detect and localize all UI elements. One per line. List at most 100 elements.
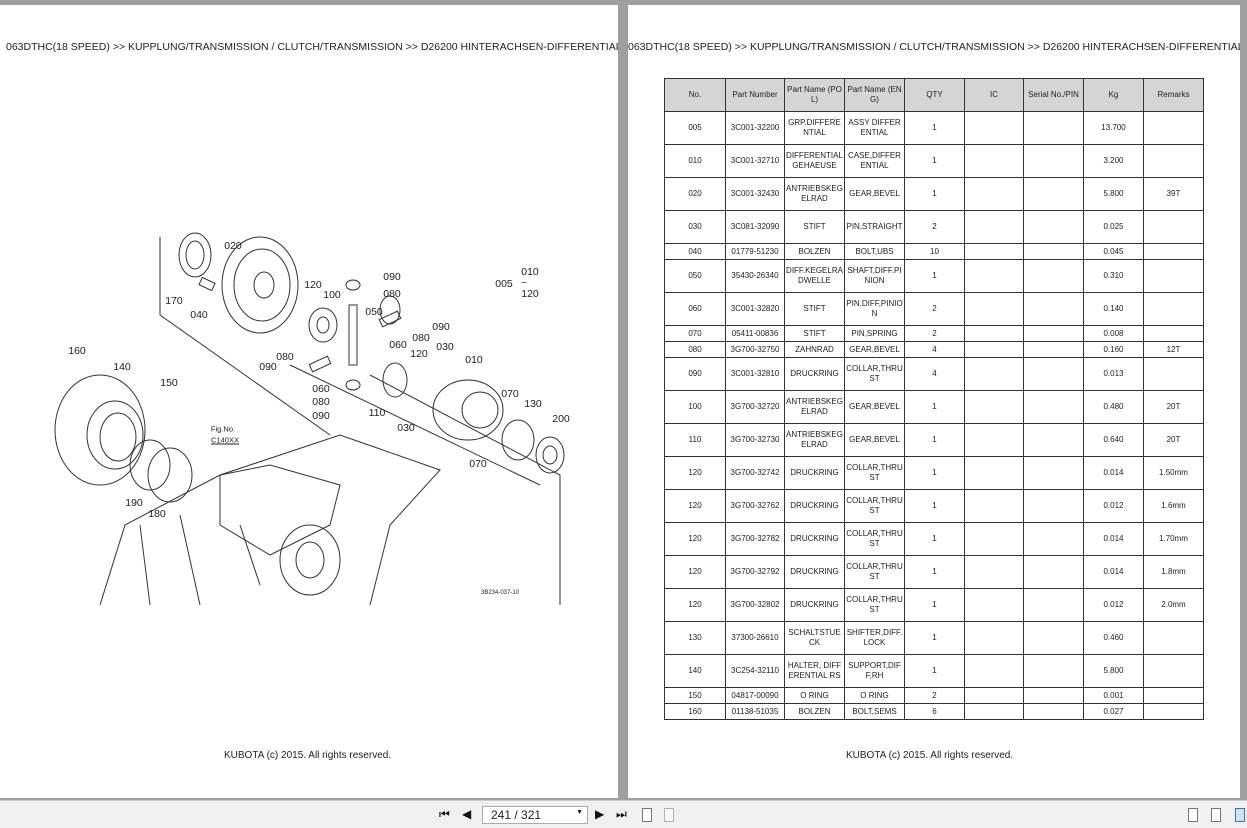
table-cell: 040 (664, 243, 726, 260)
callout-label: 020 (224, 240, 242, 252)
table-cell: 090 (664, 357, 726, 391)
table-cell: 35430-26340 (725, 259, 785, 293)
table-cell (964, 325, 1024, 342)
table-cell: 0.480 (1083, 390, 1144, 424)
table-cell: PIN,SPRING (844, 325, 905, 342)
table-cell: ASSY DIFFERENTIAL (844, 111, 905, 145)
callout-label: 100 (323, 289, 341, 301)
table-cell: SHAFT,DIFF.PINION (844, 259, 905, 293)
table-cell: 01138-51035 (725, 703, 785, 720)
table-cell (964, 703, 1024, 720)
table-cell: 120 (664, 489, 726, 523)
table-cell: 0.012 (1083, 588, 1144, 622)
table-cell: GEAR,BEVEL (844, 423, 905, 457)
diagram-drawing (54, 232, 565, 606)
table-cell: COLLAR,THRUST (844, 555, 905, 589)
table-cell: 3C001-32200 (725, 111, 785, 145)
table-cell: CASE,DIFFERENTIAL (844, 144, 905, 178)
table-cell (1143, 703, 1204, 720)
table-cell (1143, 325, 1204, 342)
table-cell: 130 (664, 621, 726, 655)
table-cell: 1 (904, 456, 965, 490)
table-cell: 010 (664, 144, 726, 178)
table-cell: 0.140 (1083, 292, 1144, 326)
table-cell (1023, 423, 1084, 457)
first-page-button[interactable]: ⏮ (439, 807, 450, 821)
callout-label: 010 (521, 266, 539, 278)
table-cell (964, 621, 1024, 655)
callout-label: 070 (501, 388, 519, 400)
table-cell: 1 (904, 423, 965, 457)
table-cell: O RING (844, 687, 905, 704)
last-page-button[interactable]: ⏭ (616, 807, 627, 821)
table-cell (964, 243, 1024, 260)
table-cell: 0.025 (1083, 210, 1144, 244)
next-view-icon[interactable] (664, 808, 674, 822)
table-cell: DRUCKRING (784, 357, 845, 391)
table-cell: 1 (904, 489, 965, 523)
callout-label: 010 (465, 354, 483, 366)
table-cell: 2 (904, 325, 965, 342)
copyright-footer: KUBOTA (c) 2015. All rights reserved. (224, 750, 392, 761)
table-cell: STIFT (784, 325, 845, 342)
table-cell: 1 (904, 177, 965, 211)
table-cell: 0.160 (1083, 341, 1144, 358)
table-cell: 150 (664, 687, 726, 704)
table-cell: 0.001 (1083, 687, 1144, 704)
table-cell (964, 177, 1024, 211)
callout-label: 120 (410, 348, 428, 360)
single-page-view-icon[interactable] (1188, 808, 1198, 822)
continuous-view-icon[interactable] (1211, 808, 1221, 822)
table-cell: 4 (904, 341, 965, 358)
column-header: Kg (1083, 78, 1144, 112)
callout-label: 200 (552, 413, 570, 425)
table-cell (1023, 210, 1084, 244)
table-cell (964, 654, 1024, 688)
table-cell (1143, 687, 1204, 704)
table-cell (1023, 144, 1084, 178)
table-cell (1143, 210, 1204, 244)
table-cell (964, 210, 1024, 244)
table-cell (1143, 259, 1204, 293)
table-cell: 060 (664, 292, 726, 326)
next-page-button[interactable]: ▶ (595, 807, 605, 821)
table-cell: 0.014 (1083, 456, 1144, 490)
table-cell (1023, 325, 1084, 342)
prev-page-button[interactable]: ◀ (462, 807, 472, 821)
table-cell (964, 456, 1024, 490)
table-cell: 0.008 (1083, 325, 1144, 342)
table-cell (1023, 456, 1084, 490)
page-number-select[interactable]: 241 / 321▼ (482, 806, 588, 824)
table-cell: 04817-00090 (725, 687, 785, 704)
previous-view-icon[interactable] (642, 808, 652, 822)
table-cell: 3G700-32720 (725, 390, 785, 424)
table-cell (1023, 703, 1084, 720)
table-cell (964, 292, 1024, 326)
facing-pages-view-icon[interactable] (1235, 808, 1245, 822)
table-cell: 3G700-32730 (725, 423, 785, 457)
table-cell (964, 259, 1024, 293)
table-cell (1023, 243, 1084, 260)
breadcrumb-header: 063DTHC(18 SPEED) >> KUPPLUNG/TRANSMISSI… (628, 41, 1240, 53)
fig-code-label: C140XX (211, 435, 239, 445)
table-cell: STIFT (784, 292, 845, 326)
table-cell: DIFFERENTIALGEHAEUSE (784, 144, 845, 178)
table-cell (964, 341, 1024, 358)
table-cell: DRUCKRING (784, 588, 845, 622)
callout-label: 050 (365, 306, 383, 318)
table-cell: 2 (904, 210, 965, 244)
table-cell: 3G700-32750 (725, 341, 785, 358)
table-cell: 070 (664, 325, 726, 342)
table-cell: 3C001-32820 (725, 292, 785, 326)
right-page: 063DTHC(18 SPEED) >> KUPPLUNG/TRANSMISSI… (628, 5, 1240, 798)
